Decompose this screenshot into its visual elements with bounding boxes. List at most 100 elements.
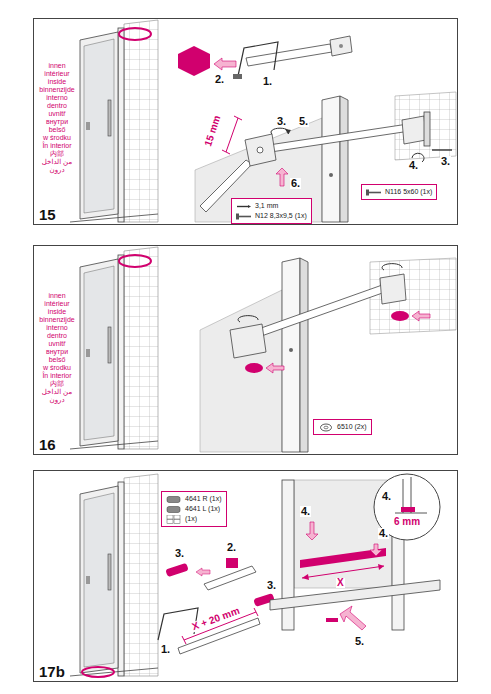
bar-bracket bbox=[402, 116, 426, 144]
language-label: innen bbox=[48, 62, 65, 69]
part-icon-stroke bbox=[237, 205, 248, 206]
part-icon bbox=[166, 495, 182, 504]
language-label: binnenzijde bbox=[39, 86, 74, 93]
dimension-line bbox=[222, 116, 242, 154]
part-label: N12 8,3x9,5 (1x) bbox=[255, 211, 307, 221]
seal-profile bbox=[204, 566, 256, 590]
stabilizer-bar bbox=[250, 284, 388, 339]
arrow bbox=[196, 568, 210, 576]
seal-block bbox=[401, 507, 415, 512]
callout-number: 2. bbox=[226, 542, 237, 553]
dimension-label: X bbox=[336, 578, 345, 588]
language-label: innen bbox=[48, 292, 65, 299]
language-label: belső bbox=[49, 356, 66, 363]
shower-scene bbox=[70, 20, 158, 222]
hole bbox=[289, 348, 293, 352]
part-icon-stroke bbox=[174, 519, 180, 523]
step-panel: 6510 (2x)16 bbox=[33, 245, 458, 455]
arrow bbox=[412, 311, 430, 321]
part-icon bbox=[166, 505, 182, 514]
language-label: interno bbox=[46, 94, 67, 101]
part-icon bbox=[236, 202, 252, 211]
highlight-ellipse bbox=[119, 28, 151, 40]
wall-post-side bbox=[300, 258, 308, 452]
language-label: 内部 bbox=[50, 380, 64, 387]
part-label: 4641 R (1x) bbox=[185, 494, 222, 504]
part-icon-stroke bbox=[324, 426, 328, 429]
parts-box: 6510 (2x) bbox=[313, 419, 372, 435]
language-label: În interior bbox=[42, 142, 71, 149]
bolt bbox=[257, 147, 263, 153]
detail-circle-outline bbox=[374, 474, 440, 540]
part-row: N116 5x60 (1x) bbox=[366, 187, 432, 197]
arrow bbox=[306, 522, 318, 540]
arrow bbox=[266, 363, 284, 373]
language-label: interno bbox=[46, 324, 67, 331]
shower-scene bbox=[70, 247, 158, 449]
dimension-label: 15 mm bbox=[203, 113, 223, 148]
language-label: În interior bbox=[42, 372, 71, 379]
bar-bracket bbox=[330, 36, 352, 56]
part-row: (1x) bbox=[166, 514, 222, 524]
bracket-cover bbox=[178, 46, 210, 76]
part-label: 4641 L (1x) bbox=[185, 504, 220, 514]
part-icon-stroke bbox=[369, 191, 381, 193]
part-icon bbox=[318, 423, 334, 432]
callout-number: 2. bbox=[214, 74, 225, 85]
part-icon-stroke bbox=[167, 519, 173, 523]
arrow bbox=[340, 606, 366, 630]
step-panel: 4641 R (1x)4641 L (1x)(1x)4.6 mm17b bbox=[33, 470, 458, 682]
profile-lines bbox=[395, 477, 427, 513]
part-label: (1x) bbox=[185, 514, 197, 524]
language-label: belső bbox=[49, 126, 66, 133]
callout-number: 5. bbox=[298, 116, 309, 127]
part-icon-stroke bbox=[174, 515, 180, 519]
bar-bracket bbox=[245, 134, 276, 166]
cover-cap bbox=[391, 311, 409, 321]
part-row: 4641 R (1x) bbox=[166, 494, 222, 504]
language-label: внутри bbox=[46, 118, 68, 125]
shower-scene bbox=[70, 474, 158, 676]
language-label: dentro bbox=[47, 332, 67, 339]
dimension-line bbox=[302, 566, 384, 578]
language-label: w środku bbox=[43, 364, 71, 371]
seal-block bbox=[226, 558, 238, 568]
part-icon bbox=[366, 188, 382, 197]
language-label: dentro bbox=[47, 102, 67, 109]
bar-bracket bbox=[230, 324, 266, 358]
callout-number: 3. bbox=[440, 156, 451, 167]
mount-plate bbox=[424, 112, 430, 146]
part-row: 6510 (2x) bbox=[318, 422, 367, 432]
bottom-rail bbox=[270, 580, 440, 610]
bar-bracket bbox=[380, 274, 406, 304]
arrow-head bbox=[285, 129, 291, 134]
language-label: inside bbox=[48, 78, 66, 85]
cover-cap bbox=[245, 363, 263, 373]
language-label: w środku bbox=[43, 134, 71, 141]
part-label: 3,1 mm bbox=[255, 201, 278, 211]
stabilizer-bar bbox=[262, 124, 410, 153]
saw-handle bbox=[233, 74, 242, 79]
part-icon-stroke bbox=[321, 424, 332, 431]
language-label: من الداخل bbox=[42, 388, 72, 395]
step-panel: 3,1 mmN12 8,3x9,5 (1x)N116 5x60 (1x)15 bbox=[33, 18, 458, 225]
arrow-head bbox=[378, 564, 384, 570]
language-label: intérieur bbox=[44, 70, 69, 77]
tiled-wall bbox=[395, 92, 456, 160]
part-icon bbox=[166, 515, 182, 524]
part-icon-stroke bbox=[366, 189, 369, 195]
language-label: 内部 bbox=[50, 150, 64, 157]
language-label: inside bbox=[48, 308, 66, 315]
step-number: 17b bbox=[38, 664, 66, 679]
language-label: внутри bbox=[46, 348, 68, 355]
language-label: من الداخل bbox=[42, 158, 72, 165]
dimension-label: 6 mm bbox=[394, 517, 420, 527]
hole bbox=[329, 173, 333, 177]
callout-number: 5. bbox=[354, 636, 365, 647]
callout-number: 4. bbox=[408, 160, 419, 171]
seal-piece bbox=[326, 618, 338, 622]
language-label: intérieur bbox=[44, 300, 69, 307]
part-icon-stroke bbox=[236, 213, 239, 219]
part-label: 6510 (2x) bbox=[337, 422, 367, 432]
